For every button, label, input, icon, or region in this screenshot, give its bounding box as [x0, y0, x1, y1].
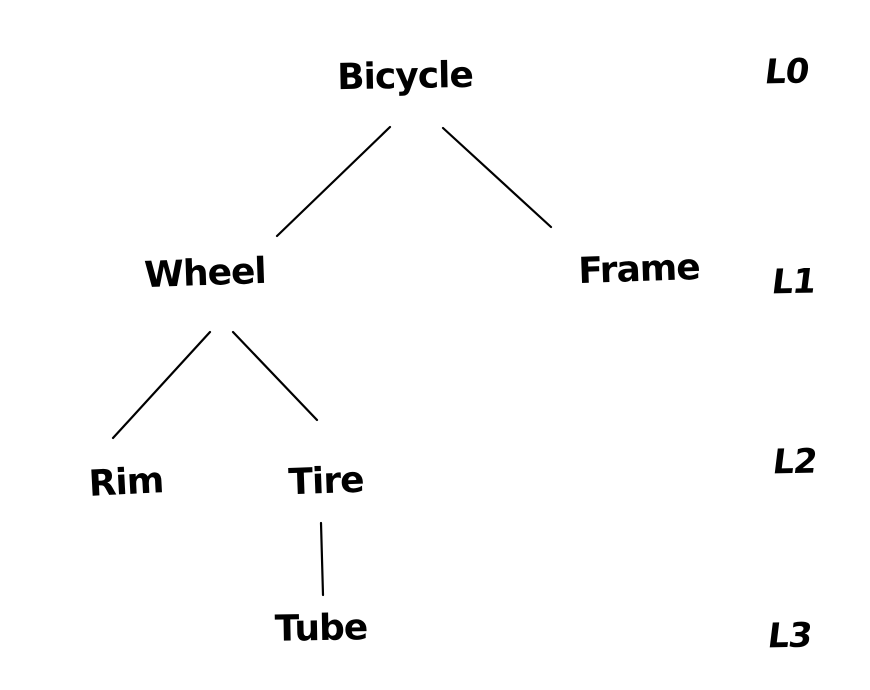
node-frame: Frame — [577, 246, 701, 293]
node-tube: Tube — [274, 607, 368, 650]
edge-wheel-tire — [231, 330, 319, 422]
node-bicycle: Bicycle — [336, 54, 474, 99]
level-label-l2: L2 — [770, 441, 819, 483]
edge-bicycle-wheel — [275, 125, 392, 238]
level-label-l0: L0 — [762, 51, 811, 93]
edge-bicycle-frame — [441, 126, 553, 229]
level-label-l3: L3 — [765, 615, 814, 657]
node-rim: Rim — [87, 460, 165, 505]
level-label-l1: L1 — [769, 261, 818, 303]
edge-wheel-rim — [111, 330, 212, 440]
node-wheel: Wheel — [143, 250, 267, 297]
node-tire: Tire — [287, 459, 365, 504]
edge-tire-tube — [319, 521, 325, 597]
